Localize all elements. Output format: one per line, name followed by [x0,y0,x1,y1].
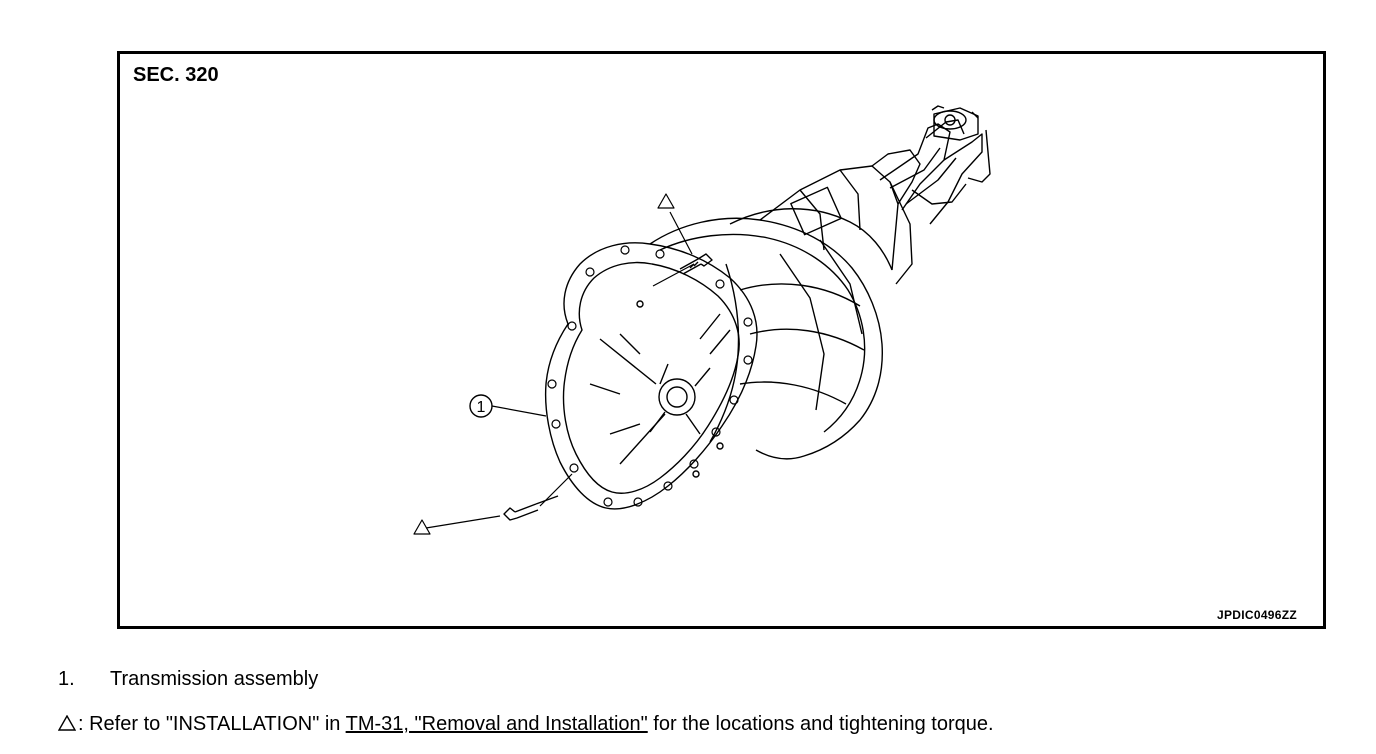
triangle-mark-bottom [413,519,431,535]
flange-bolt-holes [547,245,753,507]
legend: 1. Transmission assembly [58,668,318,691]
illustration-frame: SEC. 320 [117,51,1326,629]
main-case [649,217,884,460]
callout-number: 1 [477,399,486,416]
transmission-drawing: 1 [413,105,991,535]
legend-number: 1. [58,668,75,690]
bell-housing-flange [544,242,758,510]
triangle-mark-top [657,193,675,209]
bottom-bolt [503,503,539,521]
input-shaft-inner [666,386,688,408]
note-prefix: : Refer to "INSTALLATION" in [78,713,346,735]
figure-code: JPDIC0496ZZ [1217,608,1297,622]
legend-label: Transmission assembly [110,668,319,690]
bell-housing-inner [562,261,740,494]
top-bolt [679,253,713,275]
note-suffix: for the locations and tightening torque. [647,713,994,735]
shifter-cap [933,110,967,130]
note: : Refer to "INSTALLATION" in TM-31, "Rem… [58,713,994,736]
triangle-icon [58,715,76,731]
input-shaft-outer [658,378,696,416]
section-label: SEC. 320 [133,64,219,86]
removal-installation-link[interactable]: TM-31, "Removal and Installation" [345,713,648,735]
